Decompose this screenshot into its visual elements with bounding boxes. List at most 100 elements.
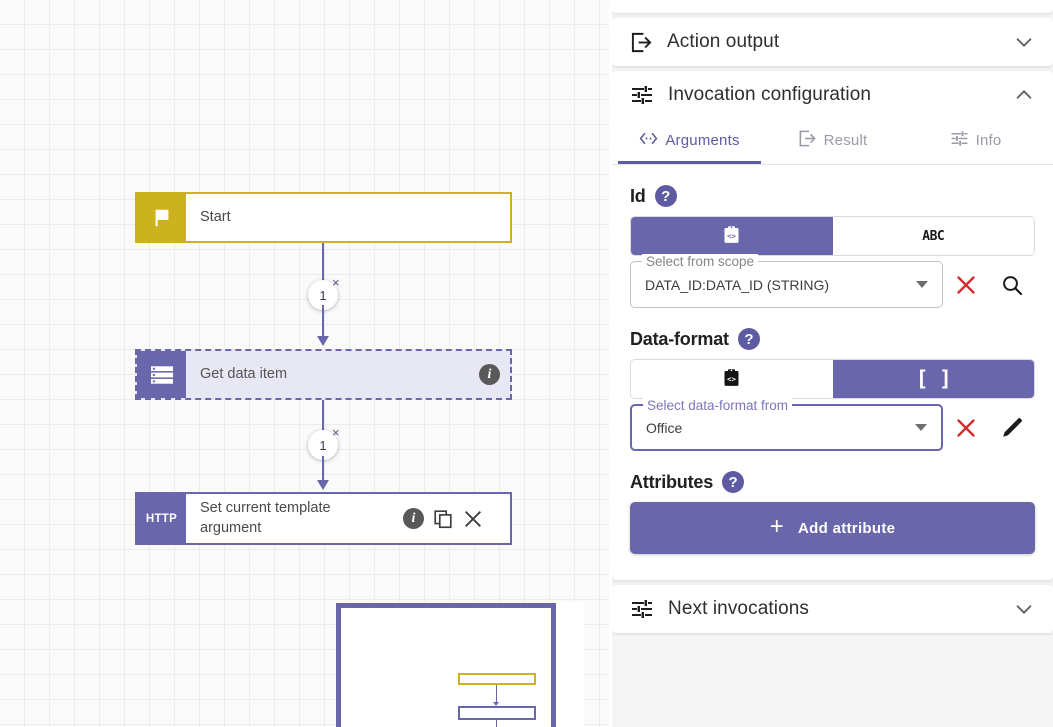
chevron-down-icon[interactable] (1013, 598, 1035, 620)
tab-result[interactable]: Result (761, 119, 904, 164)
tab-label: Arguments (665, 131, 740, 149)
flow-node-start[interactable]: Start (135, 192, 512, 243)
flow-connector-1-line-lower (322, 305, 324, 337)
flow-node-http-body: Set current template argument i (186, 494, 510, 543)
plus-icon: + (769, 513, 785, 540)
flow-connector-1-count: 1 (319, 287, 327, 303)
select-data-format-from[interactable]: Select data-format from Office (630, 398, 943, 451)
field-label-data-format-text: Data-format (630, 328, 729, 349)
svg-text:<>: <> (727, 374, 736, 383)
flow-connector-1-line (322, 243, 324, 305)
code-arrows-icon (630, 0, 654, 1)
flow-node-set-current-template-argument[interactable]: HTTP Set current template argument i (135, 492, 512, 545)
close-x-icon: × (332, 275, 340, 290)
data-format-mode-list-button[interactable]: [ ] (832, 360, 1034, 398)
field-label-id-text: Id (630, 185, 646, 206)
tab-label: Result (823, 131, 868, 149)
flow-canvas[interactable]: Start 1 × Get data item (0, 0, 609, 727)
id-mode-toggle: <> ABC (630, 216, 1035, 256)
flow-connector-2-arrow (317, 480, 329, 490)
flow-connector-1-arrow (317, 336, 329, 346)
select-from-scope-label: Select from scope (642, 254, 759, 269)
section-spacer (630, 554, 1035, 580)
clipboard-code-icon: <> (721, 367, 742, 391)
flow-connector-2-count: 1 (319, 437, 327, 453)
accordion-action-parameters-header[interactable]: Action parameters (612, 0, 1053, 13)
flow-node-get-data-item[interactable]: Get data item i (135, 349, 512, 400)
flow-node-label: Start (200, 208, 231, 225)
field-label-data-format: Data-format ? (630, 328, 1035, 350)
help-icon[interactable]: ? (737, 328, 760, 350)
flow-connector-2-line-lower (322, 456, 324, 481)
field-label-attributes-text: Attributes (630, 471, 713, 492)
data-format-mode-toggle: <> [ ] (630, 359, 1035, 399)
accordion-title: Action output (667, 31, 780, 52)
svg-text:<>: <> (727, 231, 736, 240)
sliders-icon (630, 597, 654, 621)
accordion-invocation-configuration-header[interactable]: Invocation configuration (612, 71, 1053, 119)
details-panel[interactable]: Action parameters Action output (612, 0, 1053, 727)
accordion-title: Invocation configuration (668, 84, 872, 105)
node-info-button[interactable]: i (479, 364, 500, 385)
accordion-action-output-header[interactable]: Action output (612, 18, 1053, 66)
chevron-down-icon[interactable] (916, 281, 928, 288)
minimap-connector (496, 685, 497, 703)
abc-label: ABC (922, 228, 945, 244)
code-arrows-icon (639, 129, 658, 152)
data-format-mode-expression-button[interactable]: <> (631, 360, 833, 398)
id-mode-literal-button[interactable]: ABC (832, 217, 1034, 255)
select-from-scope[interactable]: Select from scope DATA_ID:DATA_ID (STRIN… (630, 254, 943, 308)
accordion-next-invocations[interactable]: Next invocations (612, 585, 1053, 633)
help-icon[interactable]: ? (722, 471, 744, 493)
id-search-button[interactable] (989, 262, 1035, 308)
list-icon (137, 351, 186, 398)
info-icon: i (487, 366, 492, 382)
accordion-action-output[interactable]: Action output (612, 18, 1053, 66)
id-select-row: Select from scope DATA_ID:DATA_ID (STRIN… (630, 254, 1035, 308)
accordion-action-parameters[interactable]: Action parameters (612, 0, 1053, 13)
flow-connector-1-remove[interactable]: × (332, 276, 340, 289)
minimap[interactable] (336, 602, 584, 727)
field-label-id: Id ? (630, 185, 1035, 207)
clipboard-code-icon: <> (721, 224, 742, 248)
chevron-up-icon[interactable] (1013, 84, 1035, 106)
minimap-node-get-data-item (458, 706, 536, 720)
flow-node-start-body: Start (186, 194, 510, 241)
brackets-label: [ ] (915, 367, 952, 391)
invocation-tabs: Arguments Result (612, 119, 1053, 165)
chevron-down-icon[interactable] (1013, 31, 1035, 53)
help-icon[interactable]: ? (654, 185, 677, 207)
node-close-button[interactable] (462, 508, 484, 530)
minimap-viewport[interactable] (336, 603, 556, 727)
add-attribute-label: Add attribute (798, 519, 896, 537)
flow-connector-2-line (322, 400, 324, 431)
flow-connector-2-badge[interactable]: 1 (308, 430, 338, 460)
http-icon: HTTP (137, 494, 186, 543)
chevron-down-icon[interactable] (915, 424, 927, 431)
flow-node-label: Set current template argument (200, 499, 331, 536)
tab-info[interactable]: Info (904, 119, 1047, 164)
tab-label: Info (975, 131, 1002, 149)
export-box-icon (630, 31, 653, 54)
minimap-node-start (458, 673, 536, 685)
node-duplicate-button[interactable] (432, 508, 454, 530)
data-format-edit-button[interactable] (989, 405, 1035, 451)
select-data-format-from-value: Office (646, 419, 683, 436)
node-info-button[interactable]: i (403, 508, 424, 529)
minimap-arrow (493, 702, 499, 706)
info-icon: i (411, 510, 416, 526)
close-x-icon: × (332, 425, 340, 440)
tab-arguments[interactable]: Arguments (618, 119, 761, 164)
id-clear-button[interactable] (943, 262, 989, 308)
data-format-clear-button[interactable] (943, 405, 989, 451)
id-mode-expression-button[interactable]: <> (631, 217, 833, 255)
add-attribute-button[interactable]: + Add attribute (630, 502, 1035, 554)
select-data-format-from-label: Select data-format from (643, 398, 793, 413)
accordion-invocation-configuration[interactable]: Invocation configuration (612, 71, 1053, 580)
flow-node-get-data-item-body: Get data item i (186, 351, 510, 398)
http-icon-label: HTTP (145, 512, 178, 525)
flow-connector-2-remove[interactable]: × (332, 426, 340, 439)
accordion-next-invocations-header[interactable]: Next invocations (612, 585, 1053, 633)
export-box-icon (798, 129, 817, 152)
flag-icon (137, 194, 186, 241)
